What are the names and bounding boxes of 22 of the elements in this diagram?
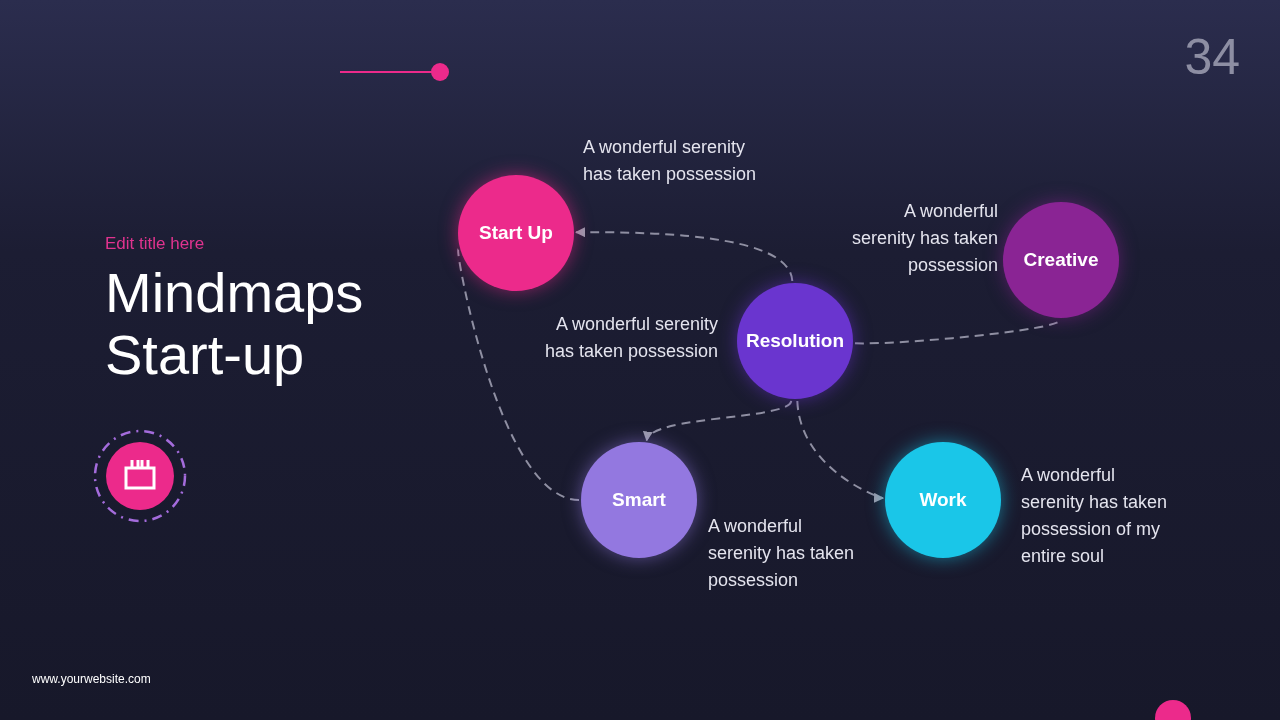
- topic-label: Creative: [1023, 249, 1099, 271]
- website-text: www.yourwebsite.com: [32, 672, 151, 686]
- topic-circle: [1003, 202, 1119, 318]
- topic-label: Work: [919, 489, 967, 511]
- topic-circle: [458, 175, 574, 291]
- description-text: A wonderful serenity has taken possession: [850, 200, 998, 277]
- description-text: A wonderful serenity has taken possession of my entire soul: [1021, 464, 1169, 568]
- slide-title: Mindmaps Start-up: [105, 262, 365, 386]
- topic-label: Resolution: [745, 330, 845, 352]
- dashed-arrow: [796, 399, 885, 501]
- topic-label: Smart: [612, 489, 666, 511]
- topic-circle: [581, 442, 697, 558]
- description-text: A wonderful serenity has taken possession: [543, 313, 718, 363]
- dashed-arrow: [575, 227, 794, 283]
- topic-circle: [885, 442, 1001, 558]
- description-text: A wonderful serenity has taken possession: [583, 136, 758, 186]
- description-text: A wonderful serenity has taken possession: [708, 515, 856, 592]
- subtitle: Edit title here: [105, 234, 205, 254]
- dashed-arrow: [645, 399, 793, 442]
- topic-label: Start Up: [479, 222, 553, 244]
- topic-circle: [737, 283, 853, 399]
- page-number: 34: [1184, 28, 1240, 86]
